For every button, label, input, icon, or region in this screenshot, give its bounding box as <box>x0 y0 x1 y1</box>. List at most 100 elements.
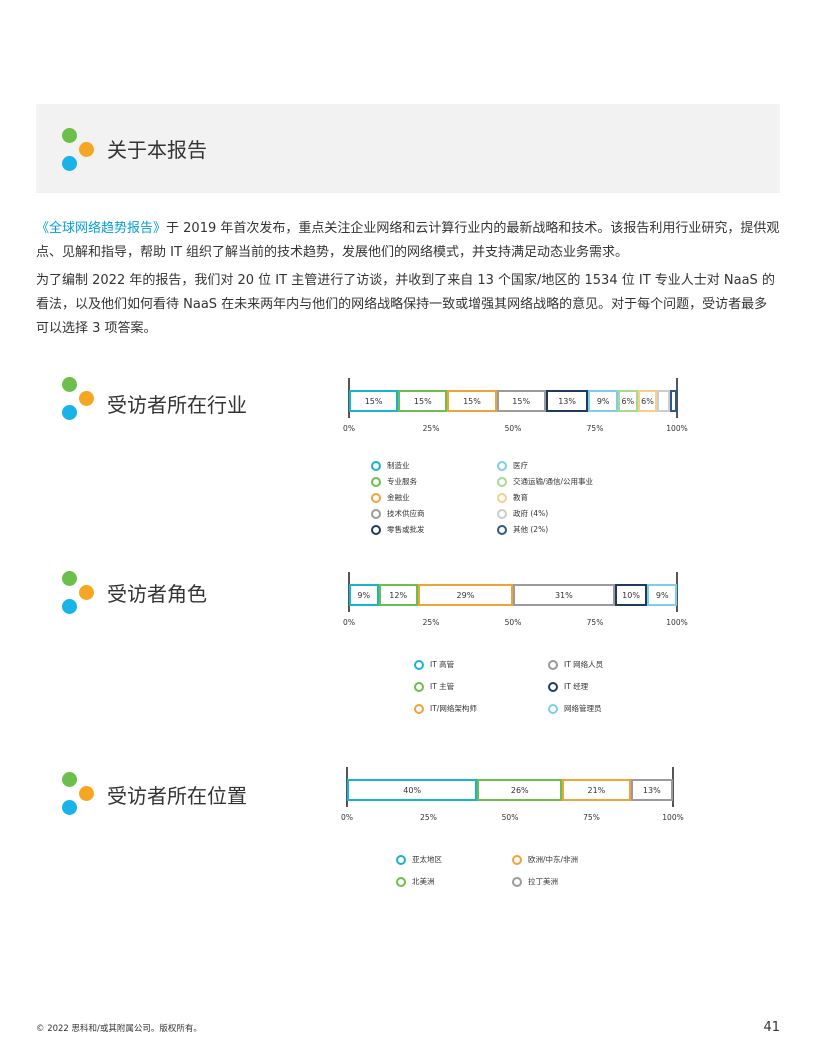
legend-label: 专业服务 <box>387 477 417 486</box>
legend-label: IT 经理 <box>564 682 589 691</box>
legend-item: 零售或批发 <box>371 524 425 535</box>
legend-label: 技术供应商 <box>387 509 425 518</box>
bar-segment: 15% <box>349 390 399 412</box>
bar-segment: 6% <box>617 390 638 412</box>
bar-segment: 15% <box>398 390 448 412</box>
legend-ring-icon <box>548 659 558 670</box>
legend-ring-icon <box>497 476 507 487</box>
legend-item: 拉丁美洲 <box>512 876 558 887</box>
dots-logo-icon <box>62 128 98 172</box>
legend-item: 教育 <box>497 492 528 503</box>
legend-ring-icon <box>512 854 522 865</box>
tick-label: 75% <box>586 424 604 433</box>
legend-item: 网络管理员 <box>548 703 602 714</box>
legend-item: IT 网络人员 <box>548 659 603 670</box>
bar-segment <box>657 390 671 412</box>
legend-label: 拉丁美洲 <box>528 877 558 886</box>
bar-segment: 15% <box>496 390 546 412</box>
intro-paragraph-1-text: 于 2019 年首次发布，重点关注企业网络和云计算行业内的最新战略和技术。该报告… <box>36 221 780 260</box>
bar-segment: 9% <box>647 584 677 606</box>
tick-label: 75% <box>586 618 604 627</box>
tick-label: 50% <box>504 424 522 433</box>
tick-label: 50% <box>504 618 522 627</box>
tick-label: 25% <box>422 424 440 433</box>
bar-segment: 9% <box>349 584 379 606</box>
report-name-highlight: 《全球网络趋势报告》 <box>36 221 167 236</box>
bar-track: 40%26%21%13% <box>347 779 673 801</box>
legend-ring-icon <box>371 492 381 503</box>
legend-label: 政府 (4%) <box>513 509 549 518</box>
legend-ring-icon <box>497 460 507 471</box>
legend-ring-icon <box>371 460 381 471</box>
dots-logo-icon <box>62 772 98 816</box>
tick-label: 50% <box>501 813 519 822</box>
bar-segment: 26% <box>477 779 563 801</box>
tick-label: 0% <box>341 813 353 822</box>
legend-ring-icon <box>497 492 507 503</box>
legend-item: IT/网络架构师 <box>414 703 477 714</box>
legend-item: 北美洲 <box>396 876 435 887</box>
copyright-text: © 2022 思科和/或其附属公司。版权所有。 <box>36 1024 202 1034</box>
legend-item: 亚太地区 <box>396 854 442 865</box>
bar-segment: 29% <box>417 584 513 606</box>
page-number: 41 <box>763 1020 780 1035</box>
legend-item: 专业服务 <box>371 476 417 487</box>
legend-item: IT 高管 <box>414 659 454 670</box>
bar-segment: 6% <box>637 390 658 412</box>
legend-label: 交通运输/通信/公用事业 <box>513 477 594 486</box>
legend-ring-icon <box>512 876 522 887</box>
tick-label: 100% <box>662 813 684 822</box>
bar-segment: 9% <box>588 390 618 412</box>
bar-segment: 13% <box>545 390 589 412</box>
tick-label: 100% <box>666 424 688 433</box>
legend-ring-icon <box>497 508 507 519</box>
legend-item: 金融业 <box>371 492 410 503</box>
legend-ring-icon <box>548 681 558 692</box>
tick-label: 25% <box>422 618 440 627</box>
bar-segment: 21% <box>562 779 631 801</box>
legend-label: IT 网络人员 <box>564 660 604 669</box>
bar-segment: 40% <box>347 779 478 801</box>
bar-segment: 12% <box>378 584 418 606</box>
legend-label: 欧洲/中东/非洲 <box>528 855 579 864</box>
legend-item: IT 经理 <box>548 681 588 692</box>
role-chart-title: 受访者角色 <box>107 582 207 606</box>
legend-label: 网络管理员 <box>564 704 602 713</box>
legend-label: 其他 (2%) <box>513 525 549 534</box>
legend-ring-icon <box>414 681 424 692</box>
tick-label: 100% <box>666 618 688 627</box>
legend-ring-icon <box>371 524 381 535</box>
bar-track: 15%15%15%15%13%9%6%6% <box>349 390 677 412</box>
legend-label: 教育 <box>513 493 528 502</box>
location-chart: 40%26%21%13%0%25%50%75%100% <box>341 767 684 827</box>
legend-label: 医疗 <box>513 461 528 470</box>
legend-label: IT 主管 <box>430 682 455 691</box>
dots-logo-icon <box>62 571 98 615</box>
legend-label: 金融业 <box>387 493 410 502</box>
legend-item: 交通运输/通信/公用事业 <box>497 476 593 487</box>
legend-label: 零售或批发 <box>387 525 425 534</box>
bar-segment <box>670 390 677 412</box>
axis-right-line <box>672 767 674 807</box>
legend-ring-icon <box>396 876 406 887</box>
industry-chart-title: 受访者所在行业 <box>107 393 247 417</box>
legend-ring-icon <box>548 703 558 714</box>
role-chart: 9%12%29%31%10%9%0%25%50%75%100% <box>343 572 688 632</box>
legend-item: 政府 (4%) <box>497 508 548 519</box>
legend-ring-icon <box>371 508 381 519</box>
location-chart-title: 受访者所在位置 <box>107 784 247 808</box>
axis-right-line <box>676 572 678 612</box>
bar-track: 9%12%29%31%10%9% <box>349 584 677 606</box>
header-box <box>36 104 780 193</box>
tick-label: 25% <box>420 813 437 822</box>
legend-item: 其他 (2%) <box>497 524 548 535</box>
dots-logo-icon <box>62 377 98 421</box>
legend-item: 医疗 <box>497 460 528 471</box>
axis-right-line <box>676 378 678 418</box>
legend-label: 北美洲 <box>412 877 435 886</box>
bar-segment: 13% <box>630 779 673 801</box>
legend-item: IT 主管 <box>414 681 454 692</box>
legend-label: 亚太地区 <box>412 855 442 864</box>
legend-ring-icon <box>371 476 381 487</box>
legend-item: 制造业 <box>371 460 410 471</box>
